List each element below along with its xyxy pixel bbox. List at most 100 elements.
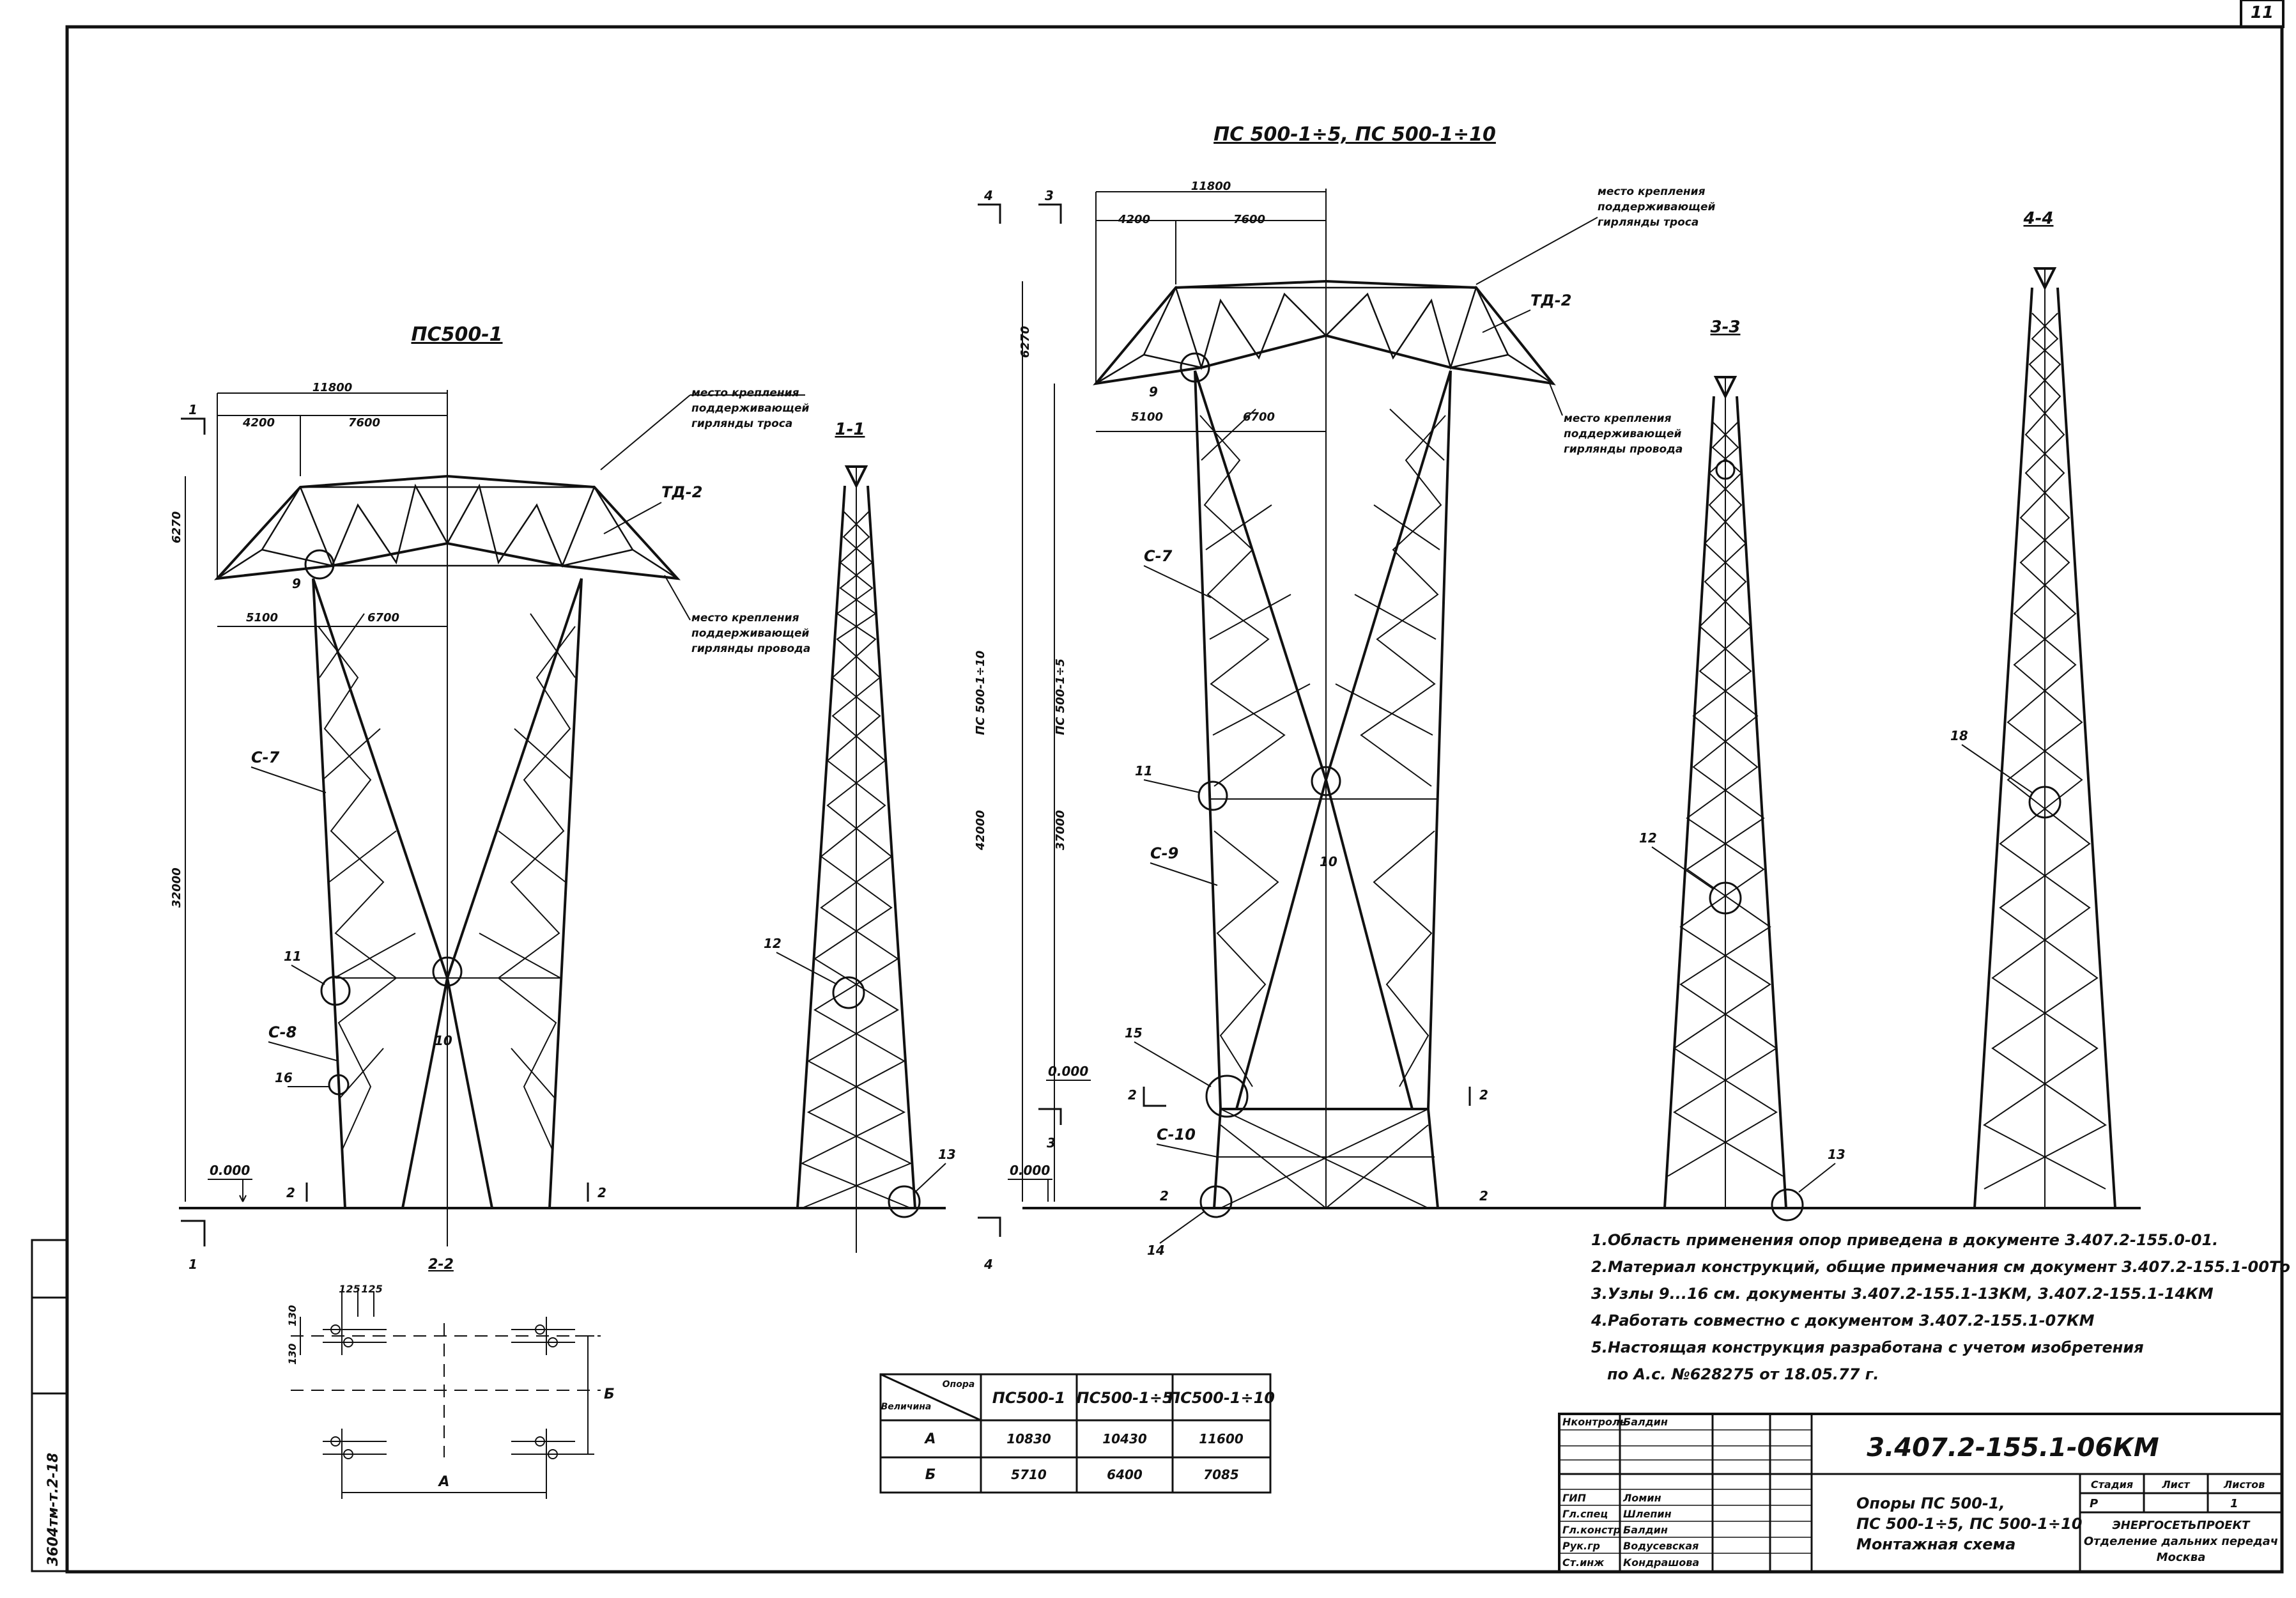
svg-text:130: 130 — [286, 1305, 298, 1326]
svg-text:С-7: С-7 — [1144, 547, 1173, 565]
svg-text:13: 13 — [1828, 1147, 1845, 1162]
main-title: ПС 500-1÷5, ПС 500-1÷10 — [1213, 123, 1496, 146]
svg-text:15: 15 — [1125, 1025, 1143, 1041]
svg-text:место крепления: место крепления — [691, 612, 799, 624]
svg-text:Б: Б — [925, 1467, 936, 1483]
svg-text:37000: 37000 — [1054, 810, 1067, 850]
svg-text:С-10: С-10 — [1157, 1126, 1196, 1144]
svg-text:Ст.инж: Ст.инж — [1562, 1556, 1605, 1569]
callout-guy-wire-2: место крепления поддерживающей гирлянды … — [1549, 383, 1683, 456]
svg-text:10830: 10830 — [1006, 1431, 1051, 1447]
svg-text:Опора: Опора — [943, 1379, 975, 1390]
svg-text:12: 12 — [764, 936, 782, 951]
svg-text:поддерживающей: поддерживающей — [691, 402, 809, 415]
svg-text:Гл.констр: Гл.констр — [1562, 1524, 1621, 1536]
svg-text:4200: 4200 — [242, 416, 275, 430]
svg-text:0.000: 0.000 — [210, 1163, 250, 1178]
member-labels: ТД-2 С-7 С-8 ТД-2 С-7 С-9 С-10 — [250, 291, 1571, 1158]
svg-text:Р: Р — [2090, 1497, 2098, 1510]
svg-text:5100: 5100 — [1131, 410, 1163, 424]
tower-ps500-1-5-10 — [1093, 279, 1556, 1218]
svg-text:7600: 7600 — [348, 416, 380, 430]
level-marks: 0.000 0.000 0.000 — [208, 1064, 1091, 1202]
svg-text:7085: 7085 — [1203, 1467, 1239, 1482]
svg-text:2-2: 2-2 — [428, 1257, 454, 1273]
svg-text:Б: Б — [604, 1386, 615, 1402]
svg-text:32000: 32000 — [170, 867, 183, 908]
detail-2-2: 2-2 125 125 130 130 Б А — [286, 1257, 615, 1499]
svg-text:5100: 5100 — [246, 611, 278, 624]
svg-text:Отделение дальних передач: Отделение дальних передач — [2084, 1535, 2278, 1548]
svg-text:ПС 500-1÷10: ПС 500-1÷10 — [974, 651, 987, 735]
svg-text:10: 10 — [1320, 854, 1337, 869]
svg-text:130: 130 — [286, 1344, 298, 1365]
svg-text:С-9: С-9 — [1150, 844, 1178, 862]
svg-text:Шлепин: Шлепин — [1623, 1508, 1672, 1520]
dimensions — [185, 189, 1327, 1246]
svg-text:2: 2 — [597, 1185, 606, 1200]
svg-text:место крепления: место крепления — [1564, 412, 1672, 425]
svg-text:Рук.гр: Рук.гр — [1562, 1540, 1600, 1552]
sheet-code: 3.407.2-155.1-06КМ — [1867, 1433, 2159, 1462]
section-1-1 — [796, 465, 921, 1253]
svg-text:ПС500-1: ПС500-1 — [992, 1389, 1065, 1407]
node-labels: 9 11 10 16 12 13 9 11 10 15 14 12 13 18 — [275, 384, 2033, 1258]
svg-text:9: 9 — [292, 576, 301, 591]
page-number-box — [2240, 0, 2284, 28]
title-block: Нконтроль Балдин ГИП Ломин Гл.спец Шлепи… — [1558, 1413, 2283, 1573]
svg-text:гирлянды провода: гирлянды провода — [691, 642, 810, 655]
svg-text:3: 3 — [1047, 1135, 1056, 1151]
notes: 1.Область применения опор приведена в до… — [1591, 1231, 2290, 1383]
svg-text:гирлянды провода: гирлянды провода — [1564, 443, 1683, 456]
svg-text:0.000: 0.000 — [1010, 1163, 1050, 1178]
svg-text:А: А — [923, 1431, 936, 1447]
svg-text:гирлянды троса: гирлянды троса — [691, 417, 792, 430]
svg-text:1.Область применения опор прив: 1.Область применения опор приведена в до… — [1591, 1231, 2218, 1249]
svg-text:С-7: С-7 — [251, 749, 280, 766]
svg-text:11: 11 — [1135, 763, 1153, 779]
svg-text:Ломин: Ломин — [1622, 1492, 1661, 1504]
callout-guy-top-1: место крепления поддерживающей гирлянды … — [600, 387, 809, 470]
svg-text:Листов: Листов — [2223, 1478, 2265, 1491]
dimension-table: Опора Величина ПС500-1 ПС500-1÷5 ПС500-1… — [879, 1373, 1275, 1494]
svg-text:42000: 42000 — [974, 810, 987, 851]
svg-text:4: 4 — [983, 1257, 993, 1272]
sheet-frame — [65, 25, 2284, 1574]
section-1-1-label: 1-1 — [835, 420, 865, 439]
svg-text:11: 11 — [284, 949, 302, 964]
svg-text:0.000: 0.000 — [1048, 1064, 1088, 1079]
svg-text:Водусевская: Водусевская — [1623, 1540, 1699, 1552]
svg-text:11800: 11800 — [1191, 180, 1231, 193]
section-marks: 1 1 2 2 4 3 3 2 2 2 2 4 — [181, 188, 1488, 1272]
svg-text:1: 1 — [189, 1257, 197, 1272]
svg-text:место крепления: место крепления — [1598, 185, 1706, 198]
svg-text:11600: 11600 — [1199, 1431, 1244, 1447]
svg-text:5.Настоящая конструкция разраб: 5.Настоящая конструкция разработана с уч… — [1591, 1338, 2144, 1356]
svg-text:4200: 4200 — [1118, 213, 1150, 226]
svg-text:11800: 11800 — [312, 381, 353, 394]
svg-text:125: 125 — [361, 1283, 382, 1295]
svg-text:3: 3 — [1045, 188, 1054, 203]
svg-text:7600: 7600 — [1233, 213, 1265, 226]
svg-text:14: 14 — [1147, 1243, 1165, 1258]
svg-text:место крепления: место крепления — [691, 387, 799, 400]
svg-text:10430: 10430 — [1102, 1431, 1147, 1447]
svg-text:ЭНЕРГОСЕТЬПРОЕКТ: ЭНЕРГОСЕТЬПРОЕКТ — [2113, 1519, 2251, 1532]
svg-text:ПС 500-1÷5, ПС 500-1÷10: ПС 500-1÷5, ПС 500-1÷10 — [1856, 1515, 2082, 1533]
svg-text:Величина: Величина — [881, 1402, 932, 1412]
svg-text:Лист: Лист — [2161, 1478, 2191, 1491]
svg-text:16: 16 — [275, 1070, 293, 1085]
callout-guy-wire-1: место крепления поддерживающей гирлянды … — [664, 575, 810, 655]
dimension-labels: 11800 4200 7600 5100 6700 6270 32000 118… — [170, 180, 1275, 908]
svg-text:10: 10 — [435, 1033, 452, 1048]
svg-text:5710: 5710 — [1011, 1467, 1047, 1482]
svg-text:2: 2 — [1479, 1188, 1488, 1204]
svg-text:6700: 6700 — [1243, 410, 1275, 424]
svg-text:13: 13 — [938, 1147, 956, 1162]
svg-text:Гл.спец: Гл.спец — [1562, 1508, 1608, 1520]
svg-text:ТД-2: ТД-2 — [1530, 291, 1571, 309]
svg-text:125: 125 — [339, 1283, 360, 1295]
svg-text:поддерживающей: поддерживающей — [691, 627, 809, 640]
svg-text:2.Материал конструкций, общие: 2.Материал конструкций, общие примечания… — [1591, 1258, 2290, 1276]
svg-text:Балдин: Балдин — [1623, 1524, 1668, 1536]
